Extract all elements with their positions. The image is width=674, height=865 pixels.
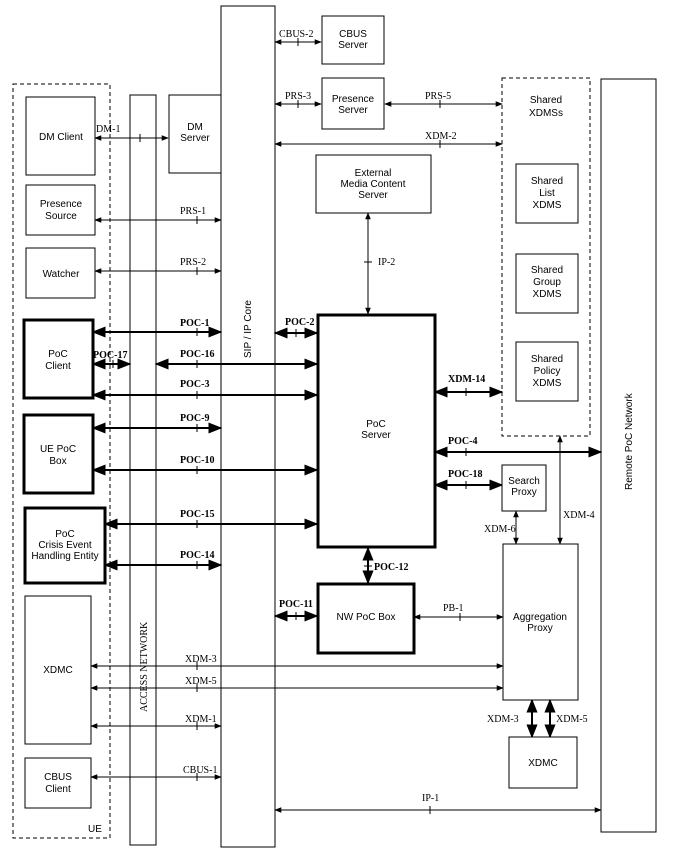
xdm6-label: XDM-6 [484, 524, 516, 535]
nw-poc-box-text: NW PoC Box [337, 612, 396, 623]
cbus-server-box [321, 15, 385, 65]
ue-label: UE [88, 824, 102, 835]
crisis-entity-box [23, 506, 107, 585]
poc12-label: POC-12 [374, 562, 408, 573]
poc17-label: POC-17 [93, 350, 127, 361]
xdm5-left-label: XDM-5 [185, 676, 217, 687]
prs1-label: PRS-1 [180, 206, 206, 217]
remote-poc-column [600, 78, 657, 833]
xdmc-ue-text: XDMC [43, 665, 72, 676]
dm-client-box [25, 96, 96, 176]
poc11-label: POC-11 [279, 599, 313, 610]
ip2-label: IP-2 [378, 257, 395, 268]
xdm1-label: XDM-1 [185, 714, 217, 725]
xdm3-right-label: XDM-3 [487, 714, 519, 725]
ue-poc-box-box [22, 413, 95, 495]
external-media-server-box [315, 154, 432, 214]
poc-server-box [316, 313, 437, 549]
xdm5-right-label: XDM-5 [556, 714, 588, 725]
xdmc-ue-box [24, 595, 92, 745]
shared-policy-xdms-box [515, 341, 579, 402]
poc4-label: POC-4 [448, 436, 477, 447]
shared-group-xdms-box [515, 253, 579, 314]
remote-poc-label: Remote PoC Network [624, 392, 635, 490]
watcher-text: Watcher [43, 269, 81, 280]
poc9-label: POC-9 [180, 413, 209, 424]
cbus-client-box [24, 757, 92, 809]
poc10-label: POC-10 [180, 455, 214, 466]
poc14-label: POC-14 [180, 550, 214, 561]
pb1-label: PB-1 [443, 603, 464, 614]
poc18-label: POC-18 [448, 469, 482, 480]
xdm4-label: XDM-4 [563, 510, 595, 521]
sip-core-label: SIP / IP Core [243, 300, 254, 358]
ue-boundary [12, 83, 111, 839]
prs3-label: PRS-3 [285, 91, 311, 102]
aggregation-proxy-box [502, 543, 579, 701]
ip1-label: IP-1 [422, 793, 439, 804]
xdm3-left-label: XDM-3 [185, 654, 217, 665]
presence-source-box [25, 184, 96, 236]
cbus1-label: CBUS-1 [183, 765, 217, 776]
cbus2-label: CBUS-2 [279, 29, 313, 40]
xdm14-label: XDM-14 [448, 374, 485, 385]
xdmc-right-box [508, 736, 578, 789]
xdmc-right-text: XDMC [528, 758, 557, 769]
dm1-label: DM-1 [96, 124, 120, 135]
sip-core-column [220, 5, 276, 848]
watcher-box [25, 247, 96, 299]
poc3-label: POC-3 [180, 379, 209, 390]
shared-xdms-boundary [501, 77, 591, 437]
prs2-label: PRS-2 [180, 257, 206, 268]
search-proxy-box [501, 464, 547, 512]
poc15-label: POC-15 [180, 509, 214, 520]
poc16-label: POC-16 [180, 349, 214, 360]
dm-client-text: DM Client [39, 132, 83, 143]
shared-list-xdms-box [515, 163, 579, 224]
poc-client-box [22, 318, 95, 400]
poc2-label: POC-2 [285, 317, 314, 328]
xdm2-label: XDM-2 [425, 131, 457, 142]
presence-server-box [321, 77, 385, 130]
poc1-label: POC-1 [180, 318, 209, 329]
prs5-label: PRS-5 [425, 91, 451, 102]
nw-poc-box-box [316, 582, 416, 655]
dm-server-box [168, 94, 222, 174]
